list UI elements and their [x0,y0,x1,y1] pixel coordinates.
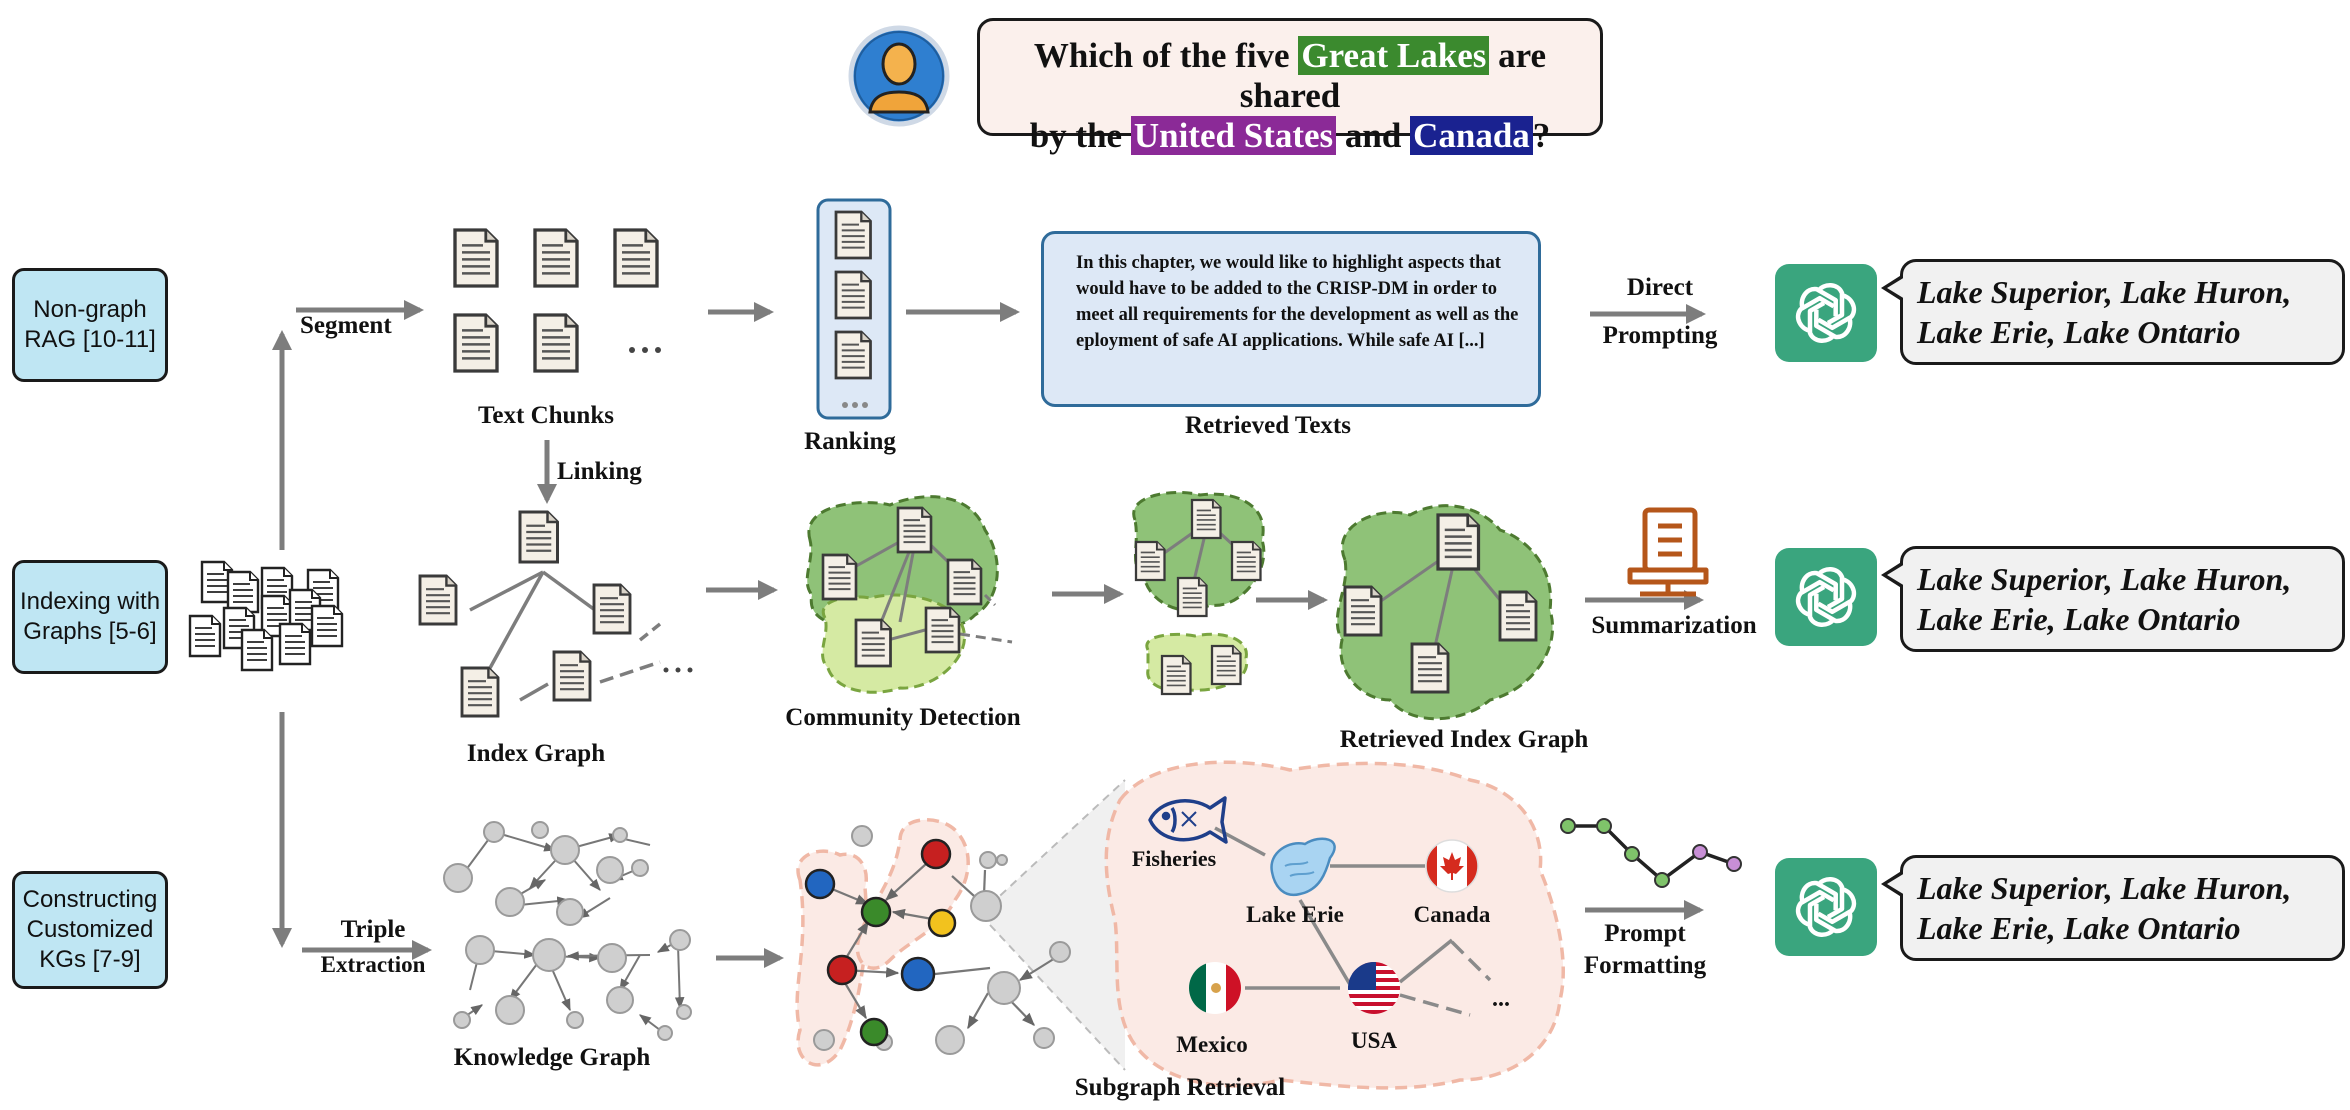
label-triple: Triple [340,916,406,943]
question-text: by the [1029,116,1131,155]
answer-line: Lake Superior, Lake Huron, [1917,870,2292,906]
retrieved-index-graph [1335,504,1554,721]
method-indexing-graphs: Indexing with Graphs [5-6] [12,560,168,674]
openai-logo-icon [1775,858,1877,956]
podium-icon [1627,507,1709,597]
ranking-stack [816,198,892,420]
label-knowledge-graph: Knowledge Graph [453,1044,651,1071]
answer-line: Lake Erie, Lake Ontario [1917,910,2241,946]
label-linking: Linking [557,458,642,485]
question-text: and [1336,116,1411,155]
label-retrieved-texts: Retrieved Texts [1185,412,1351,439]
retrieved-communities [1132,490,1266,696]
label-community-detection: Community Detection [785,704,1021,731]
knowledge-graph [443,821,692,1041]
retrieved-texts-box: In this chapter, we would like to highli… [1041,231,1541,407]
canada-flag-icon [1425,839,1479,893]
label-formatting: Formatting [1583,952,1707,979]
openai-logo-icon [1775,548,1877,646]
question-bubble: Which of the five Great Lakes are shared… [977,18,1603,155]
community-detection-graph [805,495,1013,694]
label-segment: Segment [300,312,392,339]
node-mexico: Mexico [1176,1032,1248,1057]
label-summarization: Summarization [1591,612,1757,639]
branch-arrows [272,300,432,960]
answer-line: Lake Erie, Lake Ontario [1917,601,2241,637]
node-usa: USA [1350,1028,1398,1053]
node-fisheries: Fisheries [1131,846,1217,871]
label-subgraph-retrieval: Subgraph Retrieval [1074,1074,1286,1101]
mexico-flag-icon [1189,962,1241,1014]
node-canada: Canada [1413,902,1491,927]
label-prompting: Prompting [1602,322,1718,349]
usa-flag-icon [1348,962,1400,1014]
answer-line: Lake Erie, Lake Ontario [1917,314,2241,350]
text-chunks [453,228,661,373]
fish-icon [1148,796,1228,844]
question-text: Which of the five [1033,36,1299,75]
label-extraction: Extraction [320,952,426,977]
answer-line: Lake Superior, Lake Huron, [1917,561,2292,597]
user-avatar-icon [848,25,950,127]
answer-bubble-indexing: Lake Superior, Lake Huron, Lake Erie, La… [1881,546,2345,652]
question-text: are shared [1239,36,1547,115]
label-retrieved-index-graph: Retrieved Index Graph [1339,726,1589,753]
entity-great-lakes: Great Lakes [1298,36,1490,75]
method-nongraph-rag: Non-graph RAG [10-11] [12,268,168,382]
label-index-graph: Index Graph [466,740,606,767]
label-text-chunks: Text Chunks [478,402,614,429]
entity-subgraph [1104,760,1565,1090]
node-lake-erie: Lake Erie [1246,902,1344,927]
answer-line: Lake Superior, Lake Huron, [1917,274,2292,310]
entity-canada: Canada [1410,116,1533,155]
label-ranking: Ranking [804,428,896,455]
entity-united-states: United States [1130,116,1337,155]
subgraph-retrieval-graph [795,779,1126,1071]
label-direct: Direct [1626,274,1694,301]
document-stack-icon [188,560,344,672]
label-prompt: Prompt [1604,920,1686,947]
lake-icon [1270,837,1336,897]
question-text: ? [1532,116,1551,155]
line-chart-icon [1560,818,1742,888]
node-more: ... [1492,986,1510,1012]
openai-logo-icon [1775,264,1877,362]
answer-bubble-kg: Lake Superior, Lake Huron, Lake Erie, La… [1881,855,2345,961]
answer-bubble-nongraph: Lake Superior, Lake Huron, Lake Erie, La… [1881,259,2345,365]
index-graph [418,510,693,718]
method-customized-kgs: Constructing Customized KGs [7-9] [12,871,168,989]
